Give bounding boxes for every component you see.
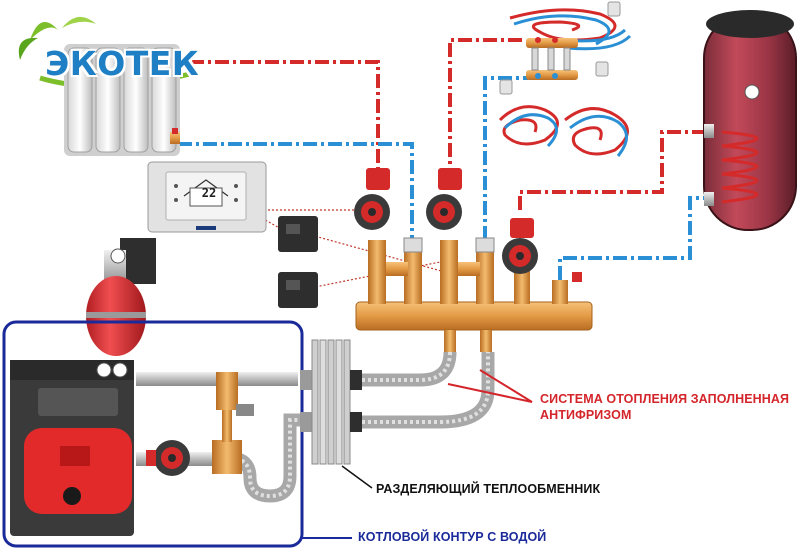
boiler[interactable] <box>10 360 134 536</box>
label-heat-exchanger: РАЗДЕЛЯЮЩИЙ ТЕПЛООБМЕННИК <box>376 482 601 496</box>
mixing-valve-actuator-lower[interactable] <box>278 272 318 308</box>
annotation-leaders <box>302 369 533 539</box>
mixing-valve-actuator-upper[interactable] <box>278 216 318 252</box>
boiler-circuit-pump[interactable] <box>146 440 190 476</box>
heating-side-pipes <box>362 351 495 429</box>
underfloor-loops <box>498 8 632 157</box>
return-pipe-floor <box>483 76 528 240</box>
plate-heat-exchanger[interactable] <box>300 339 362 465</box>
room-thermostat[interactable] <box>147 161 267 233</box>
gauge-icon <box>110 248 126 264</box>
thermostat-display-value: 22 <box>201 186 217 200</box>
burner-icon <box>63 487 81 505</box>
return-pipe-boiler-tank <box>558 196 708 280</box>
valve-handle-icon <box>572 272 582 282</box>
tank-coil <box>721 130 759 204</box>
distribution-manifold[interactable] <box>355 237 593 352</box>
room-thermostats <box>499 1 621 95</box>
radiator[interactable] <box>64 44 190 156</box>
logo-text: ЭКОТЕК <box>45 44 200 83</box>
three-way-valve[interactable] <box>212 440 242 474</box>
leaf-icon <box>30 22 58 40</box>
label-heating-system-line2: АНТИФРИЗОМ <box>540 408 632 422</box>
label-heating-system-line1: СИСТЕМА ОТОПЛЕНИЯ ЗАПОЛНЕННАЯ <box>540 392 790 406</box>
return-pipe-radiator <box>178 142 414 240</box>
circulation-pump-radiator[interactable] <box>354 168 390 230</box>
leaf-icon <box>62 16 96 28</box>
gauge-icon <box>96 362 112 378</box>
boiler-circuit-pipes <box>136 372 300 503</box>
return-lines <box>178 76 708 280</box>
gauge-icon <box>112 362 128 378</box>
mixing-valve[interactable] <box>216 372 238 410</box>
valve-handle-icon <box>172 128 178 134</box>
circulation-pump-tank[interactable] <box>502 218 538 274</box>
floor-manifold[interactable] <box>526 37 578 80</box>
leaf-icon <box>18 37 38 60</box>
expansion-tank[interactable] <box>86 238 156 356</box>
hot-water-tank[interactable] <box>703 10 797 231</box>
gauge-icon <box>744 84 760 100</box>
supply-pipe-boiler-tank <box>518 130 708 210</box>
label-boiler-circuit: КОТЛОВОЙ КОНТУР С ВОДОЙ <box>358 530 547 544</box>
circulation-pump-floor[interactable] <box>426 168 462 230</box>
boiler-circuit-frame <box>2 320 304 548</box>
radiator-valve[interactable] <box>176 56 190 68</box>
